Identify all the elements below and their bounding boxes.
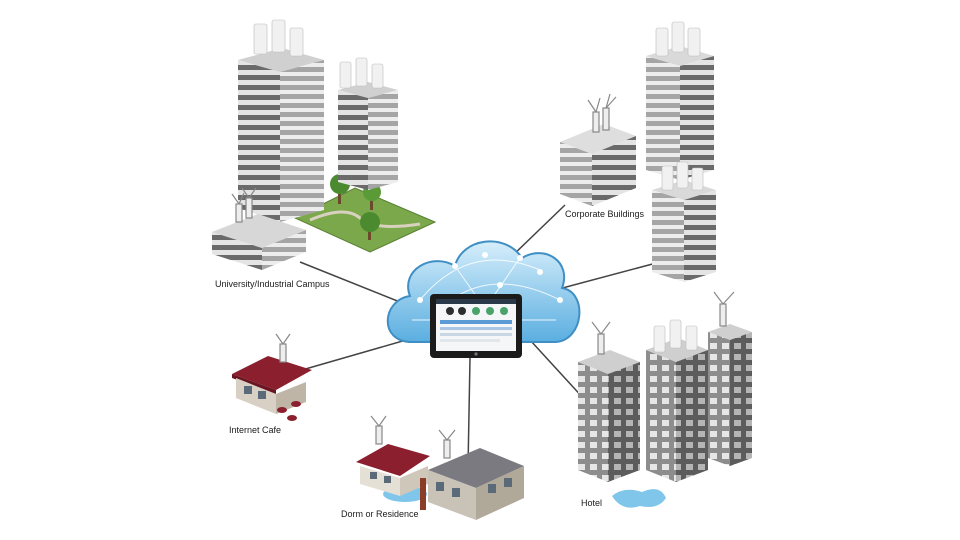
corporate-building-small [560,93,636,206]
access-point-icon [231,187,257,223]
dorm-residence-illustration [356,415,524,520]
label-corporate: Corporate Buildings [565,209,645,219]
access-point-icon [591,291,735,355]
label-cafe: Internet Cafe [229,425,281,435]
access-point-icon [275,333,291,363]
corporate-tower [646,21,716,282]
label-hotel: Hotel [581,498,602,508]
link-dorm [467,357,471,469]
internet-cafe-illustration [232,333,312,421]
access-point-icon [253,19,384,89]
access-point-icon [370,415,456,459]
link-corporate [509,204,566,259]
access-point-icon [655,21,704,191]
link-hotel [529,339,586,401]
link-cafe [294,335,421,373]
hotel-illustration [578,291,752,508]
label-university: University/Industrial Campus [215,279,330,289]
access-point-icon [653,319,698,353]
tablet-controller-icon [430,294,522,358]
access-point-icon [587,93,617,133]
university-campus-illustration [212,19,437,270]
label-dorm: Dorm or Residence [341,509,419,519]
link-tower [554,261,661,291]
